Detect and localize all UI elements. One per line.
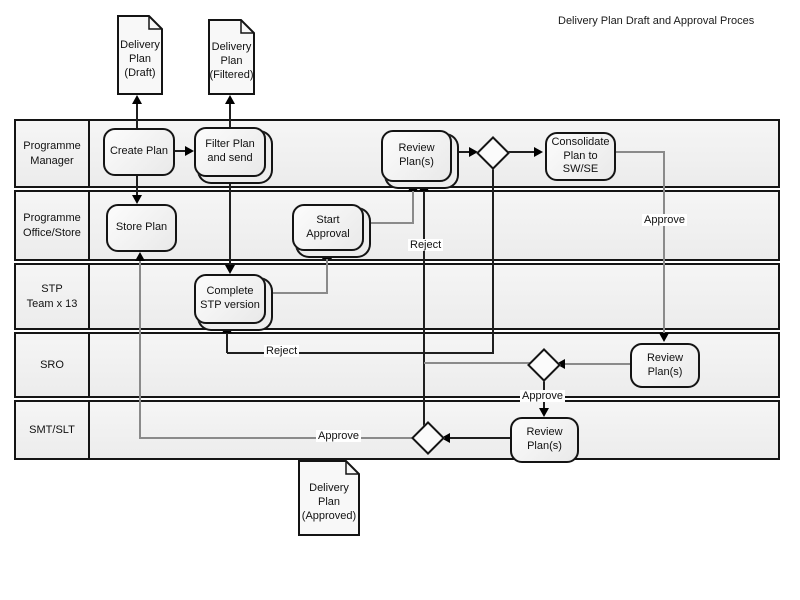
task-store-plan[interactable]: Store Plan <box>106 204 177 252</box>
connector-pm-reject-up <box>226 331 228 353</box>
task-label: Review <box>398 142 435 155</box>
lane-label: SMT/SLT <box>29 423 75 436</box>
task-filter-plan-and-send[interactable]: Filter Plan and send <box>194 127 266 177</box>
task-review-plans-smt[interactable]: Review Plan(s) <box>510 417 579 463</box>
task-label: Approval <box>306 227 350 240</box>
connector-complete-to-start-v <box>326 258 328 294</box>
connector-smt-review-to-decision <box>448 437 510 439</box>
task-label: Plan(s) <box>647 365 683 378</box>
task-complete-stp-version[interactable]: Complete STP version <box>194 274 266 324</box>
lane-label: Programme <box>23 212 81 225</box>
task-label: Create Plan <box>109 145 169 158</box>
lane-label: Programme <box>23 140 81 153</box>
connector-create-to-draft-doc <box>136 97 138 128</box>
lane-header-programme-manager: Programme Manager <box>14 119 90 188</box>
arrowhead <box>132 195 142 204</box>
connector-complete-to-start-h <box>266 292 328 294</box>
task-label: Review <box>526 426 563 439</box>
arrowhead <box>185 146 194 156</box>
task-label: Consolidate <box>551 135 610 148</box>
edge-label-approve: Approve <box>642 214 687 226</box>
task-label: Plan to <box>563 149 598 162</box>
arrowhead <box>469 147 478 157</box>
doc-label: (Approved) <box>301 510 357 523</box>
connector-filter-to-complete-stp <box>229 177 231 267</box>
connector-sro-reject-h <box>424 362 532 364</box>
task-label: Store Plan <box>115 221 168 234</box>
connector-decision-pm-to-consolidate <box>507 151 537 153</box>
document-delivery-plan-draft: Delivery Plan (Draft) <box>117 15 163 95</box>
task-review-plans-sro[interactable]: Review Plan(s) <box>630 343 700 388</box>
arrowhead <box>225 95 235 104</box>
doc-label: Plan <box>220 54 243 67</box>
task-label: Plan(s) <box>399 156 434 168</box>
arrowhead <box>322 250 332 259</box>
edge-label-reject: Reject <box>408 239 444 251</box>
arrowhead <box>419 182 429 191</box>
arrowhead <box>441 433 450 443</box>
doc-label: (Filtered) <box>209 69 254 82</box>
task-label: and send <box>207 152 253 164</box>
lane-header-smt-slt: SMT/SLT <box>14 400 90 460</box>
connector-create-to-filter <box>175 150 189 152</box>
connector-filter-to-filtered-doc <box>229 97 231 128</box>
connector-start-to-review-v <box>412 189 414 224</box>
doc-label: Plan <box>128 52 152 65</box>
task-review-plans-pm[interactable]: Review Plan(s) <box>381 130 452 182</box>
arrowhead <box>222 324 232 333</box>
edge-label-reject: Reject <box>264 345 300 357</box>
task-label: Plan(s) <box>527 440 562 452</box>
doc-label: Delivery <box>309 481 349 494</box>
arrowhead <box>534 147 543 157</box>
task-label: SW/SE <box>562 163 599 176</box>
connector-consolidate-approve-v <box>663 151 665 336</box>
task-label: Review <box>646 351 684 364</box>
arrowhead <box>659 333 669 342</box>
arrowhead <box>135 252 145 261</box>
doc-label: Plan <box>317 495 341 508</box>
arrowhead <box>132 95 142 104</box>
document-icon <box>208 19 255 95</box>
connector-smt-approve-h <box>140 437 416 439</box>
document-icon <box>298 460 360 536</box>
lane-header-stp-team: STP Team x 13 <box>14 263 90 330</box>
task-create-plan[interactable]: Create Plan <box>103 128 175 176</box>
doc-label: (Draft) <box>124 67 156 80</box>
lane-label: Team x 13 <box>26 297 78 310</box>
task-label: Filter Plan <box>205 138 255 151</box>
lane-header-sro: SRO <box>14 332 90 398</box>
connector-create-to-store <box>136 176 138 198</box>
connector-start-to-review-h <box>364 222 414 224</box>
lane-row-stp-team <box>88 263 780 330</box>
doc-label: Delivery <box>120 38 160 51</box>
doc-label: Delivery <box>211 40 252 53</box>
edge-label-approve: Approve <box>520 390 565 402</box>
task-label: STP version <box>200 299 260 311</box>
document-delivery-plan-approved: Delivery Plan (Approved) <box>298 460 360 536</box>
task-start-approval[interactable]: Start Approval <box>292 204 364 251</box>
lane-label: STP <box>41 283 63 296</box>
task-consolidate-plan[interactable]: Consolidate Plan to SW/SE <box>545 132 616 181</box>
document-delivery-plan-filtered: Delivery Plan (Filtered) <box>208 19 255 95</box>
arrowhead <box>539 408 549 417</box>
connector-smt-approve-v <box>139 259 141 439</box>
connector-review-to-decision-pm <box>452 151 472 153</box>
page-title: Delivery Plan Draft and Approval Proces <box>558 15 755 27</box>
connector-pm-reject-v <box>492 166 494 354</box>
connector-reject-merged-v <box>423 190 425 427</box>
connector-consolidate-approve-h <box>616 151 664 153</box>
task-label: Start <box>316 213 340 226</box>
arrowhead <box>408 182 418 191</box>
lane-label: SRO <box>40 358 64 371</box>
lane-header-programme-office-store: Programme Office/Store <box>14 190 90 261</box>
lane-label: Manager <box>30 154 74 167</box>
edge-label-approve: Approve <box>316 430 361 442</box>
connector-sro-review-to-decision <box>563 363 630 365</box>
lane-label: Office/Store <box>23 226 81 239</box>
arrowhead <box>225 265 235 274</box>
document-icon <box>117 15 163 95</box>
task-label: Complete <box>206 285 254 298</box>
connector-pm-reject-h <box>227 352 494 354</box>
